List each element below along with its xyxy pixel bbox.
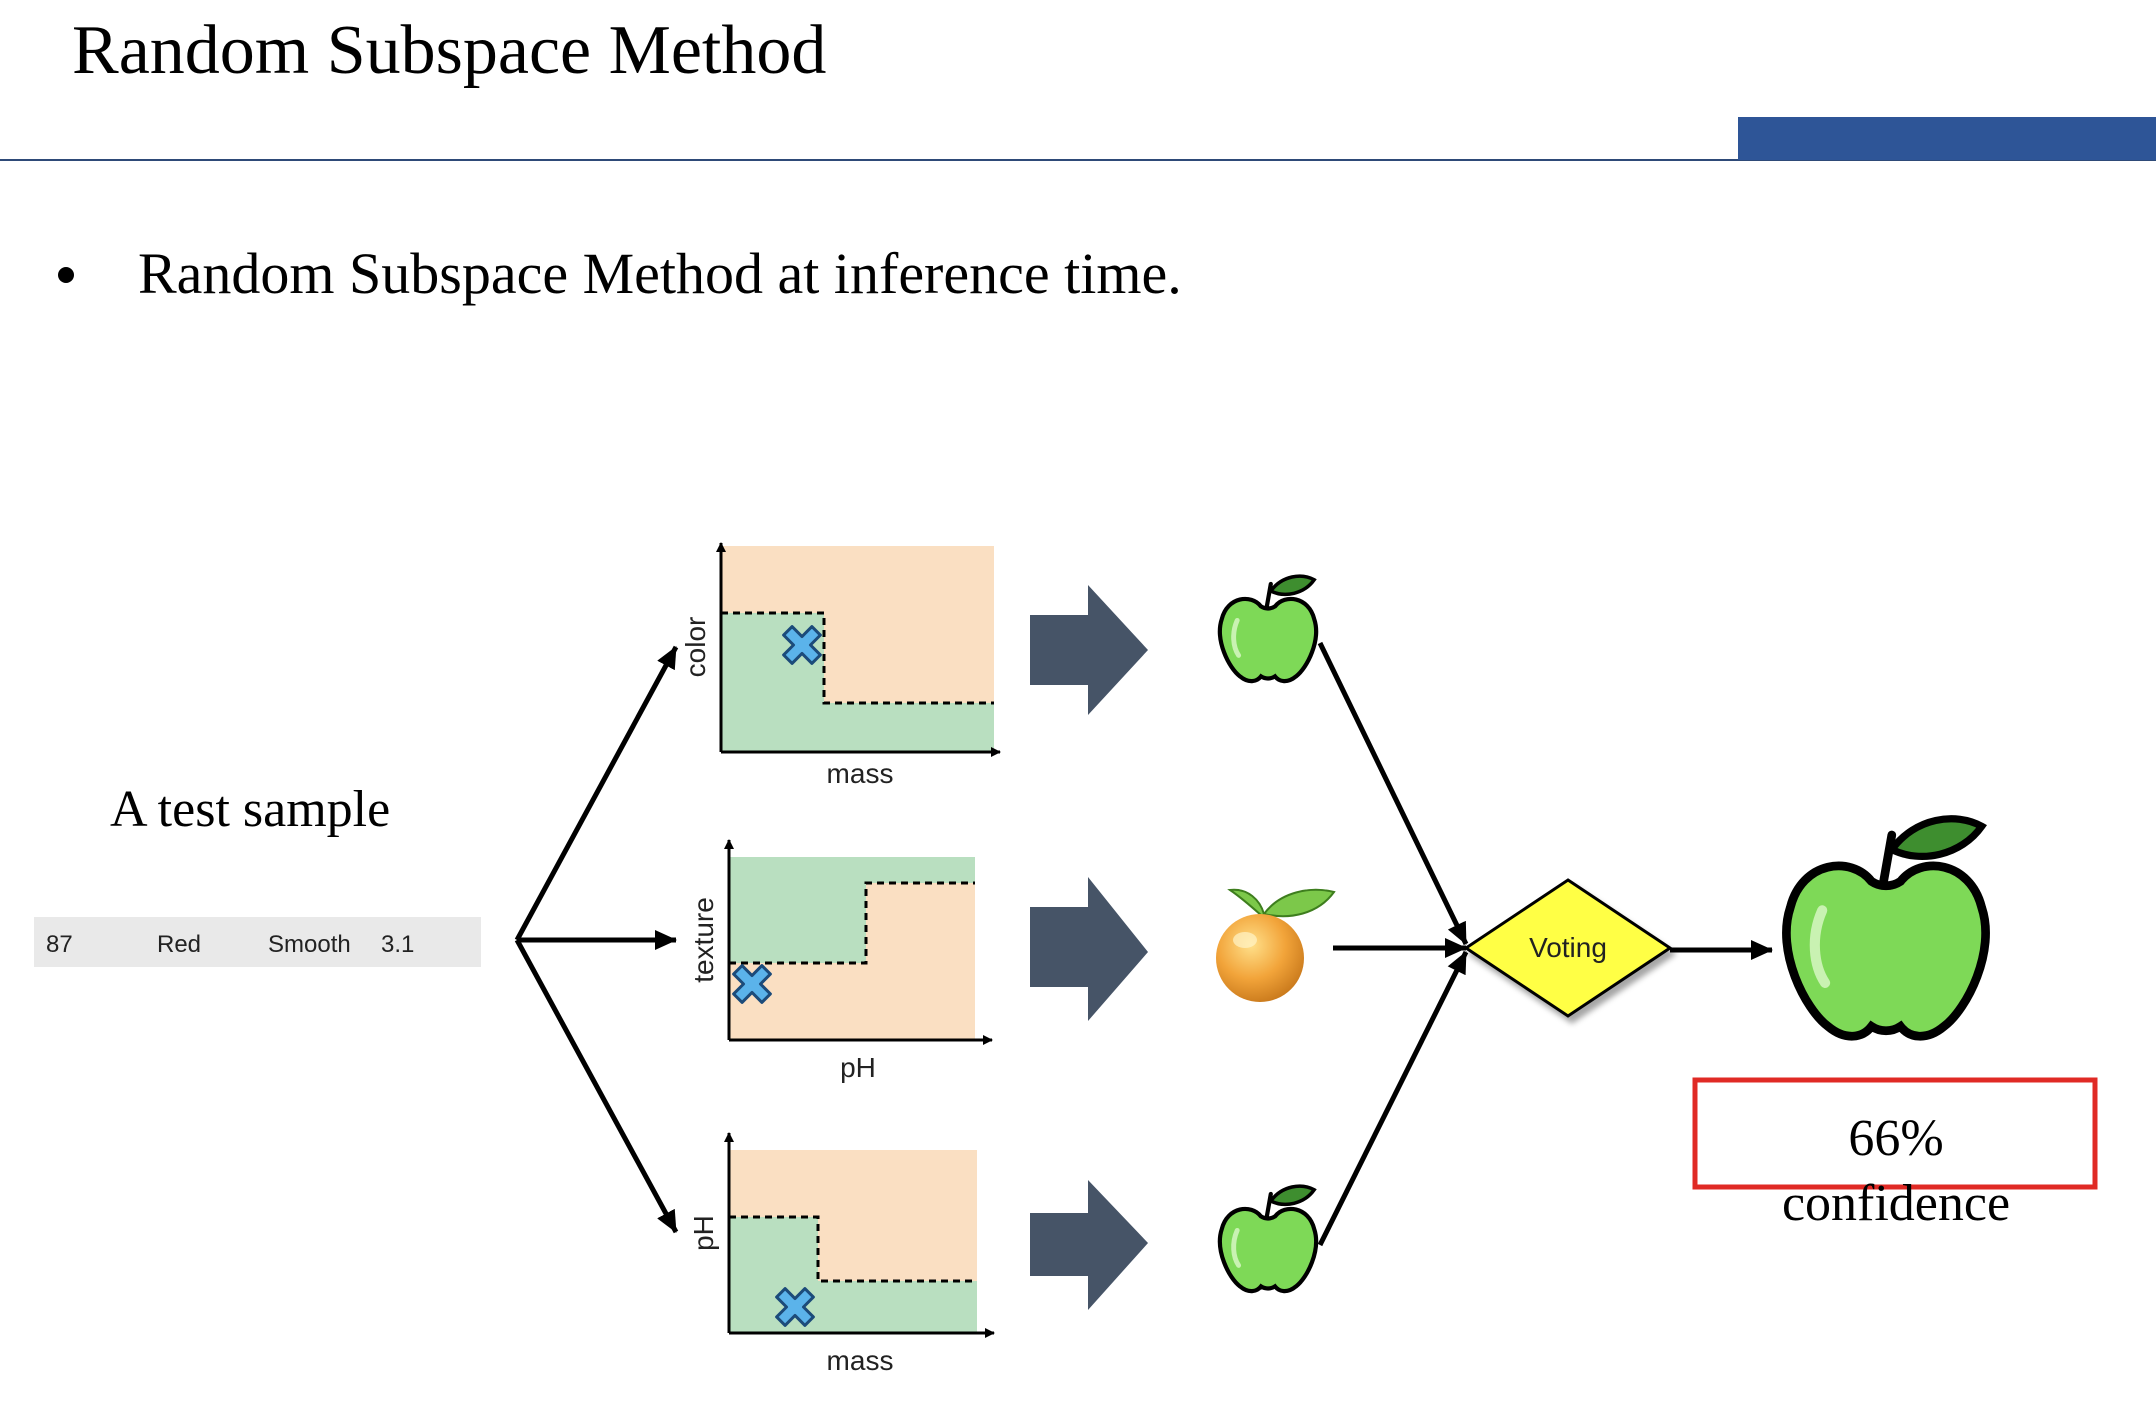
converge-arrows bbox=[1317, 641, 1469, 1247]
sample-caption: A test sample bbox=[110, 781, 390, 838]
orange-body bbox=[1216, 914, 1304, 1002]
apple-icon bbox=[1217, 574, 1319, 684]
confidence-value: 66% bbox=[1848, 1110, 1943, 1167]
fanout-arrows bbox=[514, 645, 679, 1234]
accent-bar bbox=[1738, 117, 2156, 160]
axis-label-y: pH bbox=[688, 1215, 719, 1251]
voting-diamond bbox=[1463, 878, 1673, 1018]
sample-value-color: Red bbox=[157, 931, 201, 958]
apple-icon bbox=[1217, 1184, 1319, 1294]
voting-label: Voting bbox=[1529, 932, 1607, 963]
axis-label-y: texture bbox=[688, 897, 719, 983]
test-point-cross bbox=[732, 964, 772, 1004]
arrow-from-prediction-1 bbox=[1317, 641, 1469, 946]
axis-label-y: color bbox=[680, 617, 711, 678]
subspace-plot-2: texture pH bbox=[688, 839, 993, 1083]
axis-label-x: mass bbox=[827, 1345, 894, 1376]
region-green bbox=[729, 857, 975, 963]
subspace-plot-3: pH mass bbox=[688, 1132, 995, 1376]
arrow-to-plot-3 bbox=[514, 938, 679, 1234]
result-apple-icon bbox=[1782, 815, 1990, 1041]
arrow-to-plot-1 bbox=[514, 645, 679, 942]
bullet-text: Random Subspace Method at inference time… bbox=[138, 241, 1182, 306]
sample-value-ph: 3.1 bbox=[381, 931, 414, 958]
orange-shine bbox=[1233, 932, 1257, 948]
block-arrow-3 bbox=[1030, 1180, 1148, 1310]
arrow-from-prediction-3 bbox=[1317, 950, 1469, 1247]
bullet-dot bbox=[58, 267, 74, 283]
test-point-cross bbox=[775, 1287, 815, 1327]
block-arrow-2 bbox=[1030, 877, 1148, 1021]
confidence-label: confidence bbox=[1782, 1175, 2010, 1232]
page-title: Random Subspace Method bbox=[72, 12, 826, 89]
orange-icon bbox=[1216, 888, 1336, 1002]
axis-label-x: pH bbox=[840, 1052, 876, 1083]
decision-boundary bbox=[721, 611, 994, 705]
subspace-plot-1: color mass bbox=[680, 542, 1001, 789]
block-arrow-1 bbox=[1030, 585, 1148, 715]
sample-row bbox=[34, 917, 481, 967]
decision-boundary bbox=[729, 1215, 977, 1283]
sample-value-texture: Smooth bbox=[268, 931, 351, 958]
leaf-right bbox=[1262, 888, 1336, 918]
axis-label-x: mass bbox=[827, 758, 894, 789]
leaf-left bbox=[1227, 888, 1266, 918]
test-point-cross bbox=[782, 625, 822, 665]
sample-value-mass: 87 bbox=[46, 931, 73, 958]
confidence-highlight-box bbox=[1692, 1077, 2098, 1190]
